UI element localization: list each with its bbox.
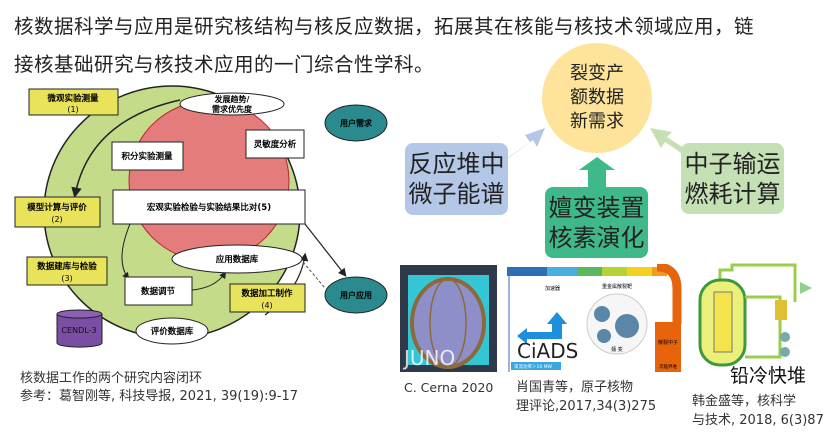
svg-text:(2): (2): [51, 215, 62, 224]
fission-yield-node: 裂变产额数据新需求: [542, 43, 652, 153]
loop-reference: 参考：葛智刚等, 科技导报, 2021, 39(19):9-17: [20, 389, 298, 404]
node-line: 反应堆中: [408, 150, 505, 178]
svg-text:应用数据库: 应用数据库: [216, 254, 259, 265]
node-line: 燃耗计算: [684, 179, 781, 208]
center-line: 额数据: [570, 87, 624, 108]
svg-text:加速器: 加速器: [545, 285, 560, 292]
svg-text:灵敏度分析: 灵敏度分析: [254, 139, 297, 150]
svg-text:数据建库与检验: 数据建库与检验: [37, 261, 97, 272]
ciads-caption-1: 肖国青等，原子核物: [516, 380, 634, 395]
integral-measurement-box: 积分实验测量: [111, 141, 184, 171]
juno-caption: C. Cerna 2020: [404, 380, 494, 395]
user-application-node: 用户应用: [324, 276, 388, 314]
svg-text:嬗 变: 嬗 变: [611, 346, 623, 353]
neutron-transport-node: 中子输运燃耗计算: [681, 143, 784, 214]
needs-arrows: [505, 128, 690, 187]
svg-text:重金属散裂靶: 重金属散裂靶: [602, 283, 632, 290]
user-need-node: 用户需求: [324, 104, 388, 142]
trend-ellipse: 发展趋势/ 需求优先度: [179, 92, 285, 116]
macro-validation-box: 宏观实验检验与实验结果比对(5): [112, 189, 306, 225]
svg-text:数据调节: 数据调节: [141, 286, 176, 297]
svg-text:宏观实验检验与实验结果比对(5): 宏观实验检验与实验结果比对(5): [147, 202, 271, 213]
svg-text:铅冷快堆: 铅冷快堆: [730, 365, 806, 387]
node-line: 嬗变装置: [548, 193, 645, 222]
reactor-neutrino-node: 反应堆中微子能谱: [405, 143, 508, 215]
center-line: 裂变产: [570, 63, 624, 84]
svg-text:束流功率＞10 MW: 束流功率＞10 MW: [514, 363, 553, 370]
arrow-middle-icon: [579, 157, 615, 187]
data-adjust-box: 数据调节: [124, 276, 193, 306]
intro-line-1: 核数据科学与应用是研究核结构与核反应数据，拓展其在核能与核技术领域应用，链: [14, 15, 755, 38]
lfr-caption-2: 与技术, 2018, 6(3)87: [692, 413, 824, 428]
svg-text:需求优先度: 需求优先度: [212, 104, 253, 114]
svg-text:(3): (3): [61, 274, 72, 283]
ciads-caption-2: 理评论,2017,34(3)275: [516, 399, 657, 414]
data-process-box: 数据加工制作 (4): [229, 283, 306, 313]
svg-text:模型计算与评价: 模型计算与评价: [27, 202, 87, 213]
svg-text:(4): (4): [261, 301, 272, 310]
node-line: 核素演化: [548, 223, 645, 252]
svg-text:发展趋势/: 发展趋势/: [214, 94, 250, 104]
lead-cooled-reactor-image: 铅冷快堆: [698, 263, 812, 387]
node-line: 微子能谱: [408, 180, 505, 208]
eval-database-ellipse: 评价数据库: [135, 317, 209, 345]
svg-text:数据加工制作: 数据加工制作: [241, 288, 293, 299]
nuclear-data-loop-diagram: 微观实验测量 (1) 发展趋势/ 需求优先度 用户需求 积分实验测量 灵敏度分析…: [14, 85, 388, 348]
juno-image: JUNO: [400, 265, 497, 372]
svg-text:积分实验测量: 积分实验测量: [121, 151, 173, 162]
svg-text:微观实验测量: 微观实验测量: [46, 93, 99, 104]
svg-text:用户需求: 用户需求: [339, 118, 373, 128]
svg-text:散裂中子: 散裂中子: [658, 339, 678, 346]
svg-text:CENDL-3: CENDL-3: [61, 326, 96, 335]
model-evaluation-box: 模型计算与评价 (2): [14, 196, 101, 228]
transmutation-node: 嬗变装置核素演化: [545, 187, 648, 258]
inner-loop: [128, 100, 290, 262]
svg-text:JUNO: JUNO: [402, 346, 455, 370]
micro-measurement-box: 微观实验测量 (1): [28, 88, 119, 116]
database-build-box: 数据建库与检验 (3): [26, 256, 108, 286]
svg-text:次临界堆: 次临界堆: [659, 363, 677, 370]
svg-text:用户应用: 用户应用: [339, 290, 372, 300]
node-line: 中子输运: [684, 149, 781, 178]
cendl-database-icon: CENDL-3: [56, 309, 103, 348]
app-database-ellipse: 应用数据库: [171, 244, 303, 274]
intro-line-2: 接核基础研究与核技术应用的一门综合性学科。: [14, 53, 435, 76]
sensitivity-box: 灵敏度分析: [245, 129, 305, 159]
svg-text:评价数据库: 评价数据库: [151, 326, 194, 337]
svg-text:CiADS: CiADS: [517, 339, 578, 363]
lfr-caption-1: 韩金盛等，核科学: [692, 394, 797, 409]
svg-text:(1): (1): [67, 105, 78, 114]
loop-caption: 核数据工作的两个研究内容闭环: [20, 371, 203, 386]
arrow-right-icon: [650, 128, 690, 157]
center-line: 新需求: [570, 111, 624, 132]
arrow-left-icon: [505, 128, 545, 160]
ciads-image: 散裂中子 次临界堆 加速器 重金属散裂靶 嬗 变 CiADS 束流功率＞10 M…: [507, 264, 682, 372]
